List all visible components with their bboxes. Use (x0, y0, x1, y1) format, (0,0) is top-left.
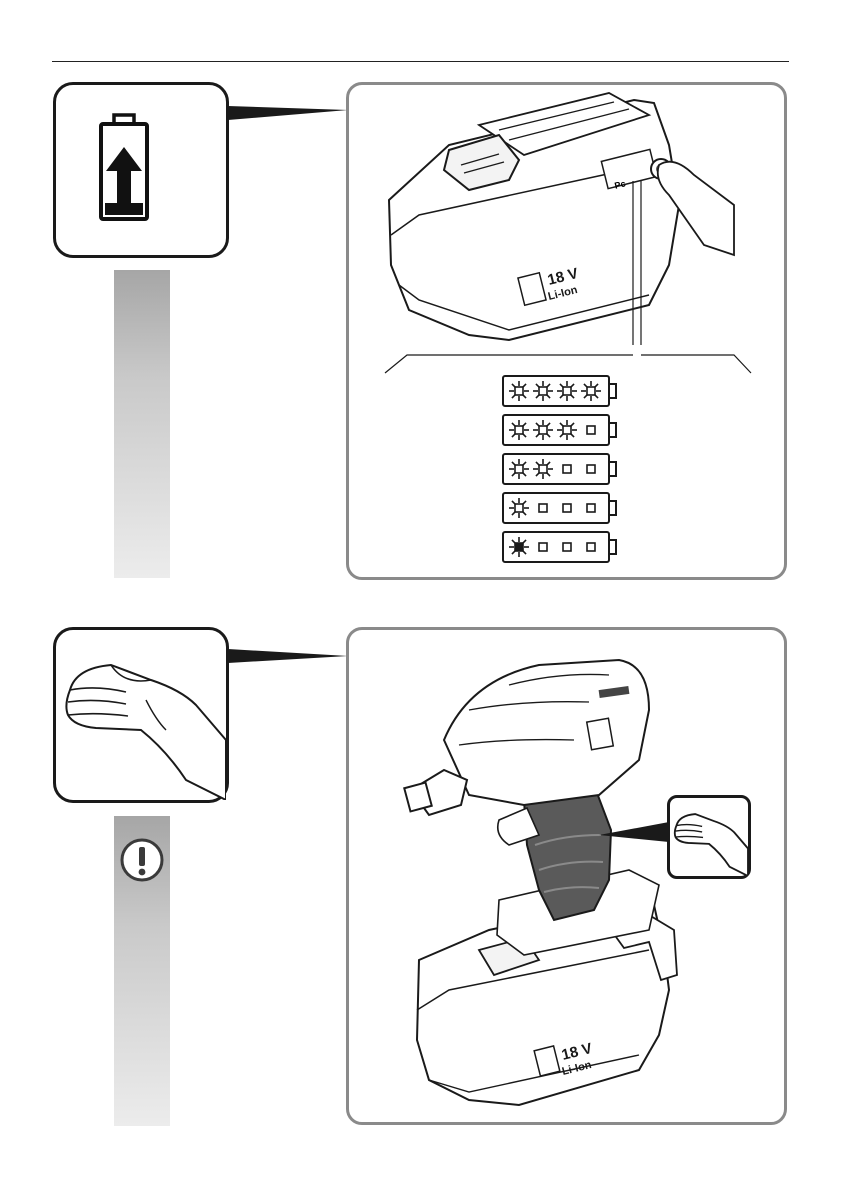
hand-grip-icon (56, 630, 226, 800)
led-off (563, 543, 571, 551)
battery-charge-icon (56, 85, 226, 255)
led-lit (557, 420, 577, 440)
led-off (563, 465, 571, 473)
led-lit (533, 459, 553, 479)
led-lit (509, 420, 529, 440)
led-off (539, 504, 547, 512)
section-strip-2 (114, 816, 170, 1126)
led-off (587, 465, 595, 473)
led-lit (509, 381, 529, 401)
battery-charge-icon-box (53, 82, 229, 258)
hand-grip-icon-box (53, 627, 229, 803)
battery-charge-panel: Pc 18 V Li-Ion (346, 82, 787, 580)
section-strip-1 (114, 270, 170, 578)
led-off (563, 504, 571, 512)
charge-level-row (501, 374, 621, 408)
tool-grip-panel: 18 V Li-Ion (346, 627, 787, 1125)
exclamation-warning-icon (120, 838, 164, 882)
led-off (587, 543, 595, 551)
callout-pointer-2 (228, 647, 350, 667)
charge-level-fan-lines (349, 85, 784, 385)
hand-grip-small-icon (670, 798, 748, 876)
led-lit (581, 381, 601, 401)
grip-hand-inset (667, 795, 751, 879)
led-lit (533, 381, 553, 401)
led-off (539, 543, 547, 551)
callout-pointer-1 (228, 104, 350, 124)
charge-level-row (501, 413, 621, 447)
led-off (587, 426, 595, 434)
charge-level-row (501, 530, 621, 564)
led-lit (533, 420, 553, 440)
led-blinking (509, 537, 529, 557)
led-lit (509, 498, 529, 518)
led-off (587, 504, 595, 512)
charge-level-list (501, 374, 621, 569)
header-rule (52, 61, 789, 62)
led-lit (557, 381, 577, 401)
charge-level-row (501, 491, 621, 525)
charge-level-row (501, 452, 621, 486)
led-lit (509, 459, 529, 479)
